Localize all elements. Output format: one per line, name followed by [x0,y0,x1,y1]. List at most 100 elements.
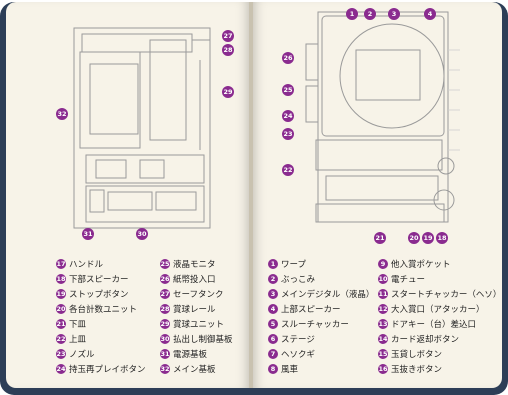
legend-label: ステージ [281,335,315,345]
marker-31: 31 [82,228,94,240]
marker-2: 2 [364,8,376,20]
marker-30: 30 [136,228,148,240]
legend-label: 上部スピーカー [281,305,341,315]
legend-number: 22 [56,334,66,344]
legend-label: ワープ [281,260,306,270]
legend-label: 賞球ユニット [173,320,225,330]
marker-24: 24 [282,110,294,122]
legend-number: 17 [56,259,66,269]
legend-number: 23 [56,349,66,359]
legend-number: 13 [378,319,388,329]
legend-number: 25 [160,259,170,269]
legend-label: 下部スピーカー [69,275,129,285]
legend-label: メイン基板 [173,365,216,375]
marker-27: 27 [222,30,234,42]
legend-number: 29 [160,319,170,329]
left-page [6,2,250,388]
legend-label: 電源基板 [173,350,208,360]
legend-label: スタートチャッカー（ヘソ） [391,290,502,300]
legend-label: 下皿 [69,320,87,330]
legend-label: メインデジタル（液晶） [281,290,375,300]
legend-label: 上皿 [69,335,87,345]
marker-3: 3 [388,8,400,20]
legend-label: セーフタンク [173,290,224,300]
legend-label: 各台計数ユニット [69,305,138,315]
marker-23: 23 [282,128,294,140]
legend-label: 払出し制御基板 [173,335,233,345]
legend-number: 20 [56,304,66,314]
legend-number: 18 [56,274,66,284]
legend-number: 19 [56,289,66,299]
legend-label: ドアキー（台）差込口 [391,320,477,330]
legend-label: カード返却ボタン [391,335,460,345]
legend-number: 1 [268,259,278,269]
right-page [252,2,502,388]
legend-label: 賞球レール [173,305,216,315]
legend-number: 32 [160,364,170,374]
legend-number: 5 [268,319,278,329]
legend-label: 玉抜きボタン [391,365,443,375]
legend-label: 紙幣投入口 [173,275,216,285]
legend-number: 21 [56,319,66,329]
legend-number: 10 [378,274,388,284]
legend-number: 15 [378,349,388,359]
legend-label: スルーチャッカー [281,320,349,330]
legend-label: ストップボタン [69,290,129,300]
legend-number: 7 [268,349,278,359]
legend-number: 3 [268,289,278,299]
marker-19: 19 [422,232,434,244]
legend-label: ぶっこみ [281,275,316,285]
legend-number: 9 [378,259,388,269]
legend-number: 16 [378,364,388,374]
legend-label: ヘソクギ [281,350,316,360]
legend-number: 11 [378,289,388,299]
legend-label: 玉貸しボタン [391,350,443,360]
legend-number: 30 [160,334,170,344]
legend-label: 液晶モニタ [173,260,216,270]
legend-number: 24 [56,364,66,374]
marker-4: 4 [424,8,436,20]
legend-label: 大入賞口（アタッカー） [391,305,485,315]
legend-number: 2 [268,274,278,284]
legend-label: 他入賞ポケット [391,260,451,270]
legend-number: 27 [160,289,170,299]
legend-number: 6 [268,334,278,344]
legend-number: 14 [378,334,388,344]
marker-22: 22 [282,164,294,176]
legend-number: 28 [160,304,170,314]
notebook-gutter [249,2,253,388]
marker-21: 21 [374,232,386,244]
marker-18: 18 [436,232,448,244]
legend-label: ハンドル [69,260,104,270]
marker-25: 25 [282,84,294,96]
